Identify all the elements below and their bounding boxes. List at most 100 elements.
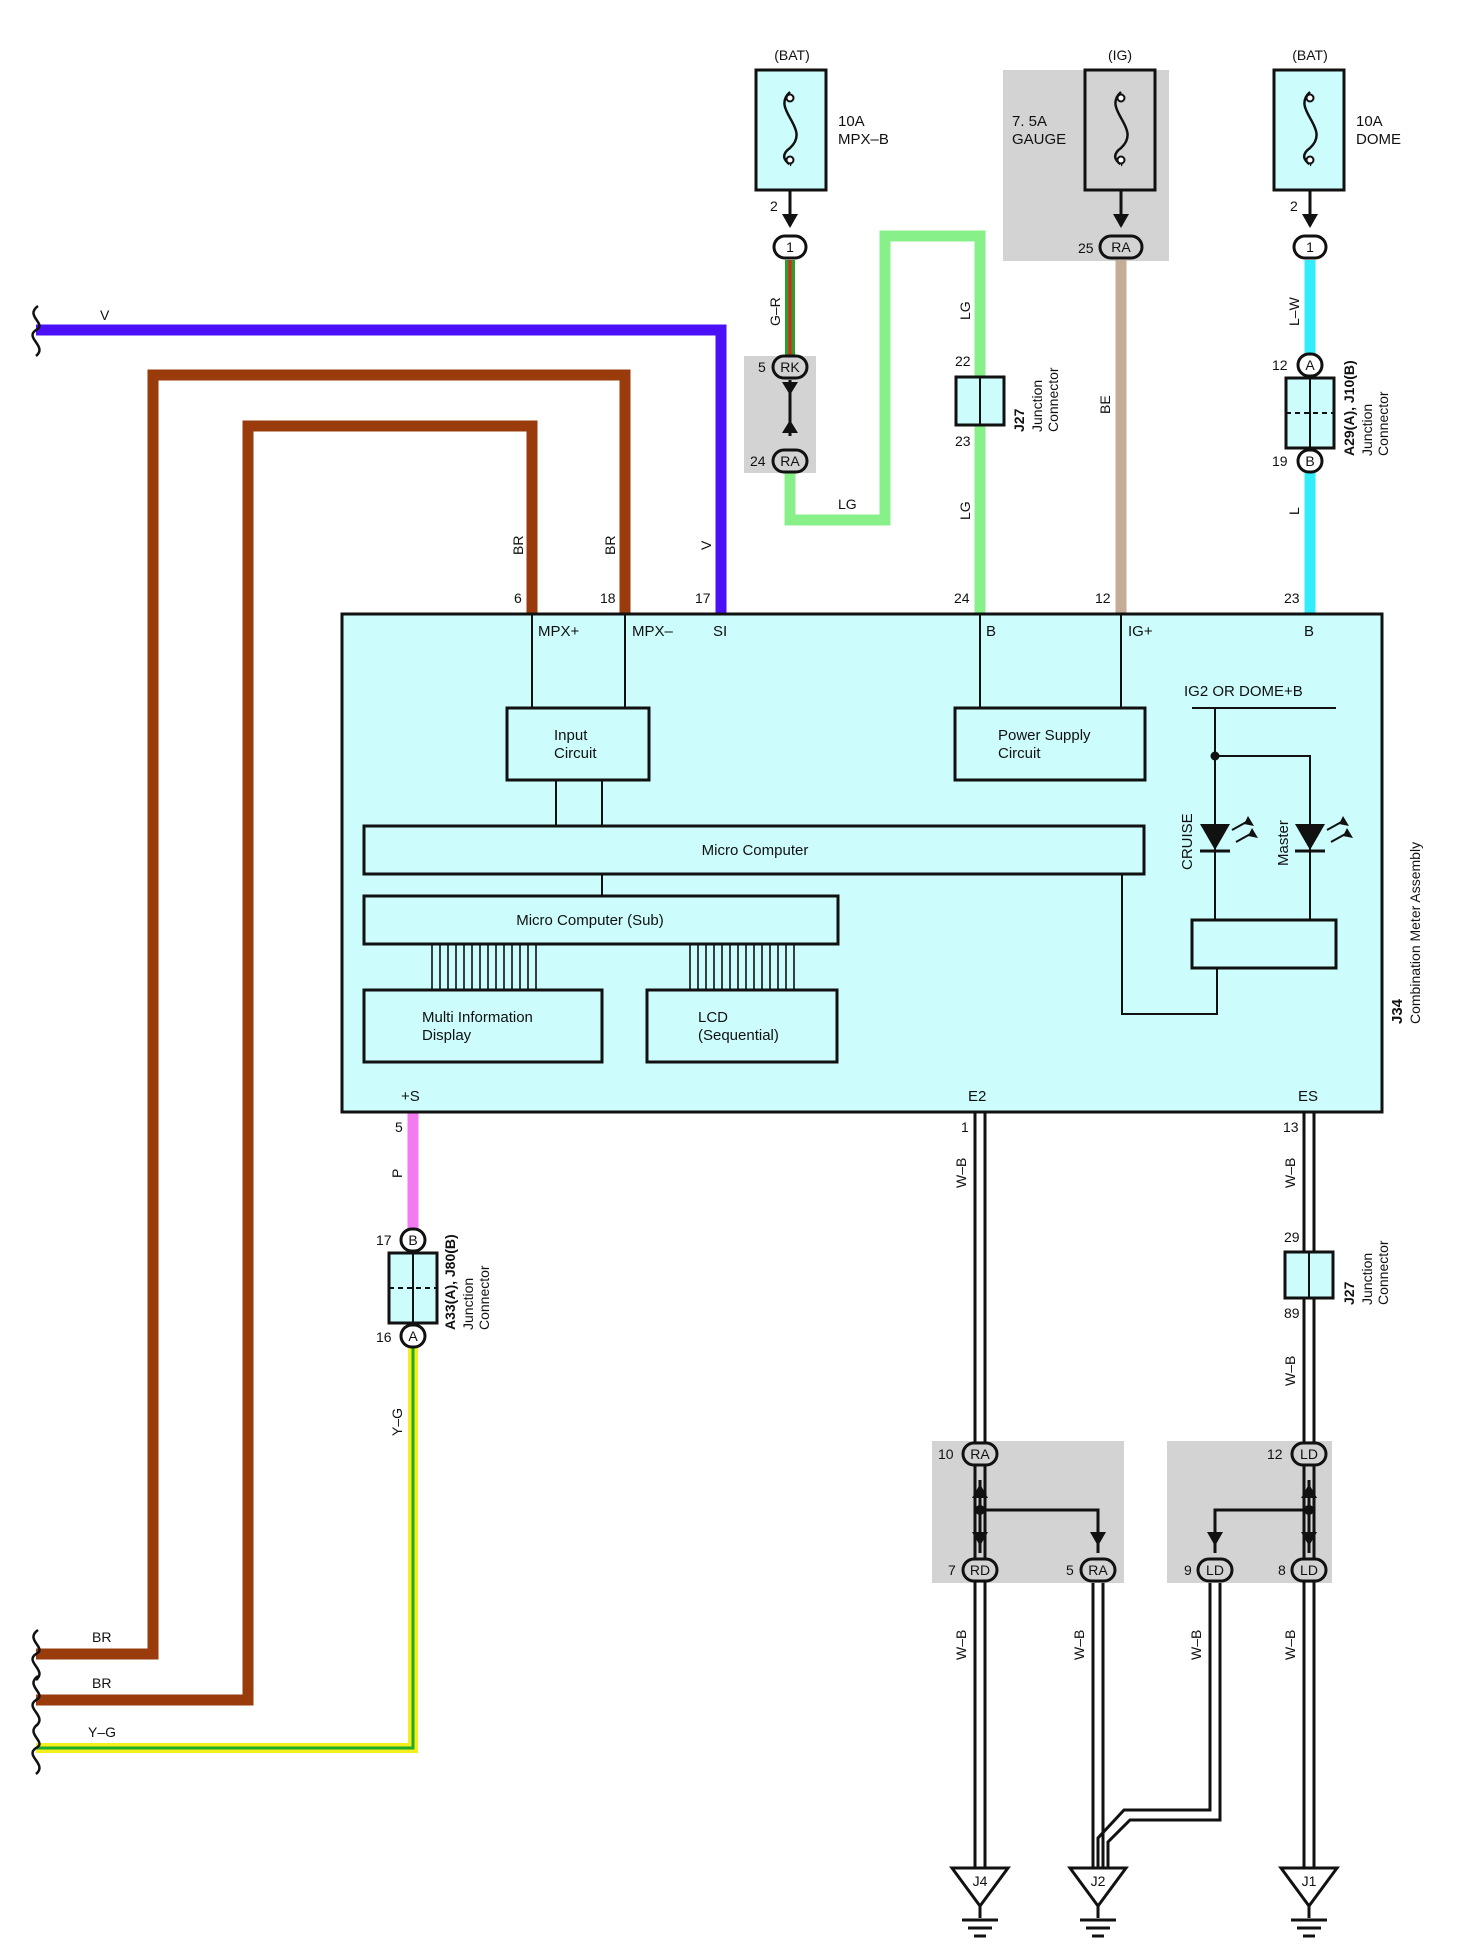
- svg-text:LG: LG: [957, 501, 973, 520]
- svg-text:LD: LD: [1206, 1562, 1224, 1578]
- wire-lg: [784, 230, 986, 614]
- svg-text:W–B: W–B: [953, 1630, 969, 1660]
- svg-text:B: B: [986, 623, 996, 640]
- svg-text:Junction: Junction: [1029, 380, 1045, 432]
- svg-text:V: V: [100, 307, 110, 323]
- connector-ld-9: 9 LD: [1184, 1557, 1234, 1583]
- svg-text:P: P: [389, 1169, 405, 1178]
- svg-text:1: 1: [961, 1119, 969, 1135]
- fuse-mpx-b: (BAT) 10A MPX–B 2 1: [754, 47, 889, 260]
- svg-text:13: 13: [1283, 1119, 1299, 1135]
- svg-text:16: 16: [376, 1329, 392, 1345]
- connector-ld-12: 12 LD: [1267, 1441, 1328, 1467]
- svg-text:Multi Information: Multi Information: [422, 1009, 533, 1026]
- ground-j2-icon: J2: [1067, 1866, 1129, 1938]
- svg-text:Junction: Junction: [460, 1278, 476, 1330]
- svg-text:Y–G: Y–G: [88, 1724, 116, 1740]
- svg-text:Circuit: Circuit: [998, 745, 1041, 762]
- svg-text:RA: RA: [970, 1446, 990, 1462]
- wire-break-marks: [31, 304, 41, 1775]
- connector-ra-5: 5 RA: [1066, 1557, 1117, 1583]
- wire-v: [36, 324, 727, 614]
- svg-text:Y–G: Y–G: [389, 1408, 405, 1436]
- svg-text:RA: RA: [1088, 1562, 1108, 1578]
- svg-text:25: 25: [1078, 240, 1094, 256]
- svg-text:89: 89: [1284, 1305, 1300, 1321]
- svg-text:J27: J27: [1341, 1281, 1357, 1305]
- svg-text:MPX–B: MPX–B: [838, 131, 889, 148]
- svg-text:2: 2: [1290, 198, 1298, 214]
- svg-text:23: 23: [955, 433, 971, 449]
- svg-text:Circuit: Circuit: [554, 745, 597, 762]
- svg-text:Master: Master: [1275, 820, 1292, 866]
- svg-text:1: 1: [1306, 239, 1314, 255]
- svg-text:B: B: [1304, 623, 1314, 640]
- svg-text:LG: LG: [838, 496, 857, 512]
- junction-connector-j27-top: 22 23 J27 Junction Connector: [954, 353, 1061, 449]
- svg-text:Power Supply: Power Supply: [998, 727, 1091, 744]
- svg-text:A29(A), J10(B): A29(A), J10(B): [1341, 360, 1357, 456]
- svg-text:23: 23: [1284, 590, 1300, 606]
- svg-text:W–B: W–B: [1282, 1356, 1298, 1386]
- svg-text:10A: 10A: [838, 113, 865, 130]
- svg-text:E2: E2: [968, 1088, 986, 1105]
- svg-text:Micro Computer (Sub): Micro Computer (Sub): [516, 912, 664, 929]
- svg-text:V: V: [698, 540, 714, 550]
- connector-ld-8: 8 LD: [1278, 1557, 1328, 1583]
- svg-text:+S: +S: [401, 1088, 420, 1105]
- svg-text:LD: LD: [1300, 1562, 1318, 1578]
- svg-text:RA: RA: [1111, 239, 1131, 255]
- svg-text:SI: SI: [713, 623, 727, 640]
- wire-w-b-ld9: [1096, 1583, 1222, 1868]
- svg-text:8: 8: [1278, 1562, 1286, 1578]
- svg-text:17: 17: [695, 590, 711, 606]
- junction-connector-j27-bottom: 29 89 J27 Junction Connector: [1283, 1229, 1391, 1321]
- svg-text:BE: BE: [1097, 395, 1113, 414]
- svg-text:IG+: IG+: [1128, 623, 1153, 640]
- svg-text:5: 5: [395, 1119, 403, 1135]
- combination-meter-assembly: 6 18 17 24 12 23 MPX+ MPX– SI B IG+ B +S…: [340, 590, 1384, 1135]
- svg-text:10A: 10A: [1356, 113, 1383, 130]
- svg-text:1: 1: [786, 239, 794, 255]
- svg-text:RD: RD: [970, 1562, 990, 1578]
- svg-text:Micro Computer: Micro Computer: [702, 842, 809, 859]
- svg-text:MPX+: MPX+: [538, 623, 580, 640]
- svg-text:Input: Input: [554, 727, 588, 744]
- svg-text:9: 9: [1184, 1562, 1192, 1578]
- wire-w-b-ra5: [1091, 1583, 1105, 1868]
- wire-y-g-stripe: [36, 1342, 415, 1750]
- svg-text:29: 29: [1284, 1229, 1300, 1245]
- svg-text:Junction: Junction: [1359, 404, 1375, 456]
- connector-ra-10: 10 RA: [938, 1441, 999, 1467]
- svg-text:B: B: [408, 1232, 417, 1248]
- svg-text:MPX–: MPX–: [632, 623, 674, 640]
- svg-text:DOME: DOME: [1356, 131, 1401, 148]
- svg-text:10: 10: [938, 1446, 954, 1462]
- junction-connector-a33: 17 B 16 A A33(A), J80(B) Junction Connec…: [376, 1227, 492, 1349]
- svg-text:17: 17: [376, 1232, 392, 1248]
- svg-text:W–B: W–B: [1282, 1158, 1298, 1188]
- ground-j4-icon: J4: [949, 1866, 1011, 1938]
- junction-connector-a29: 12 A 19 B A29(A), J10(B) Junction Connec…: [1272, 352, 1391, 474]
- svg-text:12: 12: [1267, 1446, 1283, 1462]
- svg-text:LCD: LCD: [698, 1009, 728, 1026]
- fuse-gauge: (IG) 7. 5A GAUGE 25 RA: [1012, 47, 1157, 260]
- meter-code-label: J34: [1389, 998, 1406, 1024]
- svg-text:A33(A), J80(B): A33(A), J80(B): [442, 1234, 458, 1330]
- svg-text:BR: BR: [602, 536, 618, 555]
- svg-text:J27: J27: [1011, 408, 1027, 432]
- svg-text:J1: J1: [1302, 1873, 1317, 1889]
- svg-text:LG: LG: [957, 301, 973, 320]
- svg-text:5: 5: [758, 359, 766, 375]
- svg-text:RK: RK: [780, 359, 800, 375]
- svg-text:7. 5A: 7. 5A: [1012, 113, 1047, 130]
- svg-text:W–B: W–B: [1071, 1630, 1087, 1660]
- svg-text:24: 24: [954, 590, 970, 606]
- cruise-indicator-led-icon: [1200, 816, 1258, 853]
- svg-text:Connector: Connector: [1045, 367, 1061, 432]
- svg-text:BR: BR: [92, 1629, 111, 1645]
- svg-text:12: 12: [1272, 357, 1288, 373]
- connector-ra-24: 24 RA: [750, 448, 809, 474]
- svg-text:(IG): (IG): [1108, 47, 1132, 63]
